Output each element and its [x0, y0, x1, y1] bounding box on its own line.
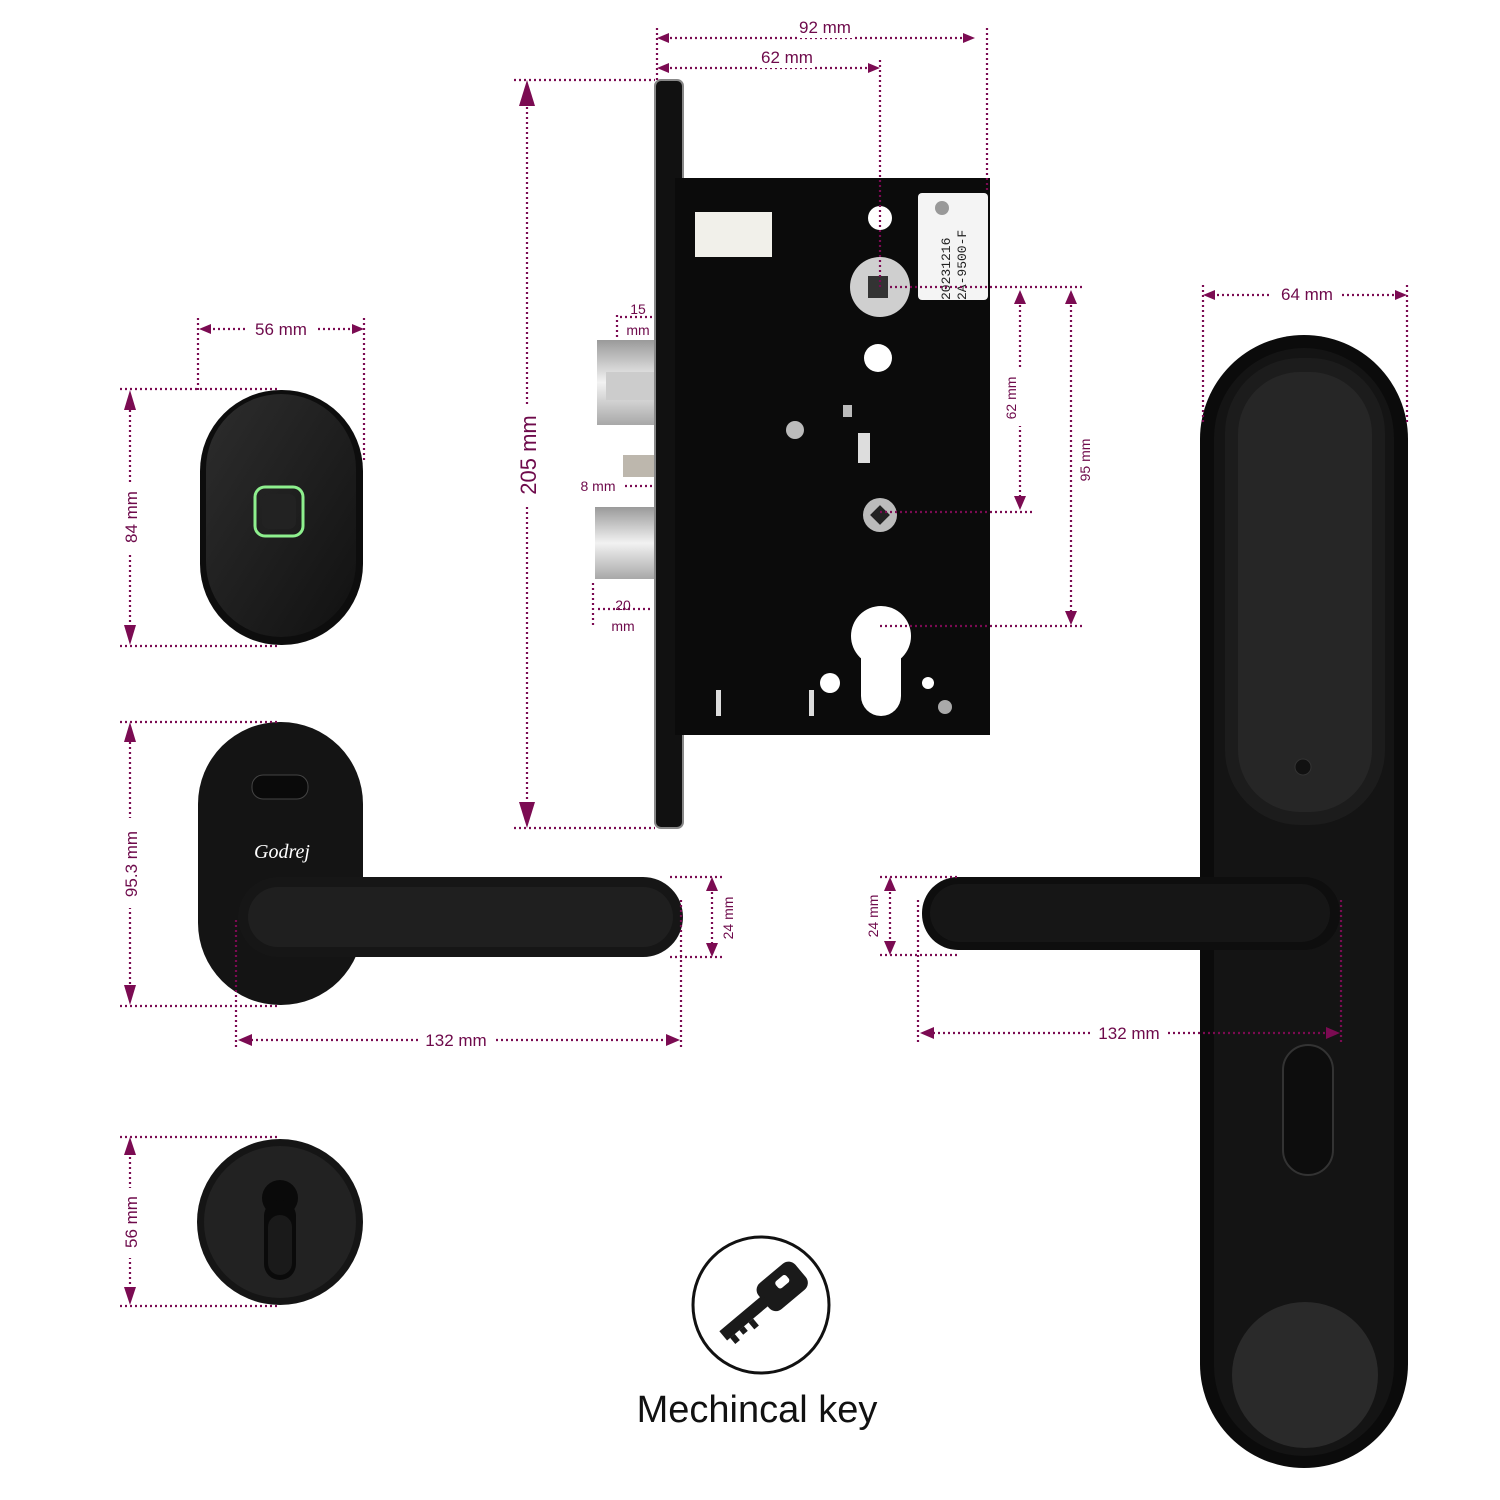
dim-label-15-unit: mm [626, 322, 649, 338]
dim-label-95: 95 mm [1077, 439, 1093, 482]
dim-label-20: 20 [615, 597, 631, 613]
indicator-window [695, 212, 772, 257]
key-icon [719, 1261, 808, 1345]
mount-hole [864, 344, 892, 372]
godrej-logo: Godrej [254, 841, 310, 863]
dim-label-64: 64 mm [1281, 285, 1333, 304]
dim-label-62-top: 62 mm [761, 48, 813, 67]
release-button [1282, 1044, 1334, 1176]
screw-icon [786, 421, 804, 439]
latch-bolt-mid [606, 372, 656, 400]
card-reader-pad [1232, 1302, 1378, 1448]
dim-label-84: 84 mm [122, 491, 141, 543]
dim-label-24-left: 24 mm [720, 897, 736, 940]
dim-label-8: 8 mm [581, 478, 616, 494]
outer-smart-handle [922, 335, 1408, 1468]
dim-label-132-left: 132 mm [425, 1031, 486, 1050]
auxiliary-latch [623, 455, 656, 477]
dim-label-15: 15 [630, 301, 646, 317]
fingerprint-sensor-icon [253, 485, 305, 538]
camera-icon [1294, 758, 1312, 776]
dim-label-132-right: 132 mm [1098, 1024, 1159, 1043]
mount-hole [868, 206, 892, 230]
dim-label-205: 205 mm [516, 415, 541, 494]
mechanical-key-badge: Mechincal key [637, 1235, 878, 1431]
cylinder-rose [197, 1139, 363, 1305]
dim-label-56-top: 56 mm [255, 320, 307, 339]
screw-icon [935, 201, 949, 215]
dim-label-24-right: 24 mm [865, 895, 881, 938]
deadbolt [595, 507, 655, 579]
dim-label-95-3: 95.3 mm [122, 831, 141, 897]
fingerprint-module [200, 390, 363, 645]
label-model: 2A-9500-F [955, 230, 970, 300]
inner-handle: Godrej [198, 722, 683, 1005]
dim-label-56-bottom: 56 mm [122, 1196, 141, 1248]
privacy-slot [251, 774, 309, 800]
label-date: 20231216 [939, 238, 954, 300]
screw-icon [938, 700, 952, 714]
dim-label-92: 92 mm [799, 18, 851, 37]
dim-label-20-unit: mm [611, 618, 634, 634]
key-caption: Mechincal key [637, 1389, 878, 1431]
mortise-lock-body: 20231216 2A-9500-F [595, 79, 990, 829]
product-label [918, 193, 988, 300]
dim-label-62-right: 62 mm [1003, 377, 1019, 420]
